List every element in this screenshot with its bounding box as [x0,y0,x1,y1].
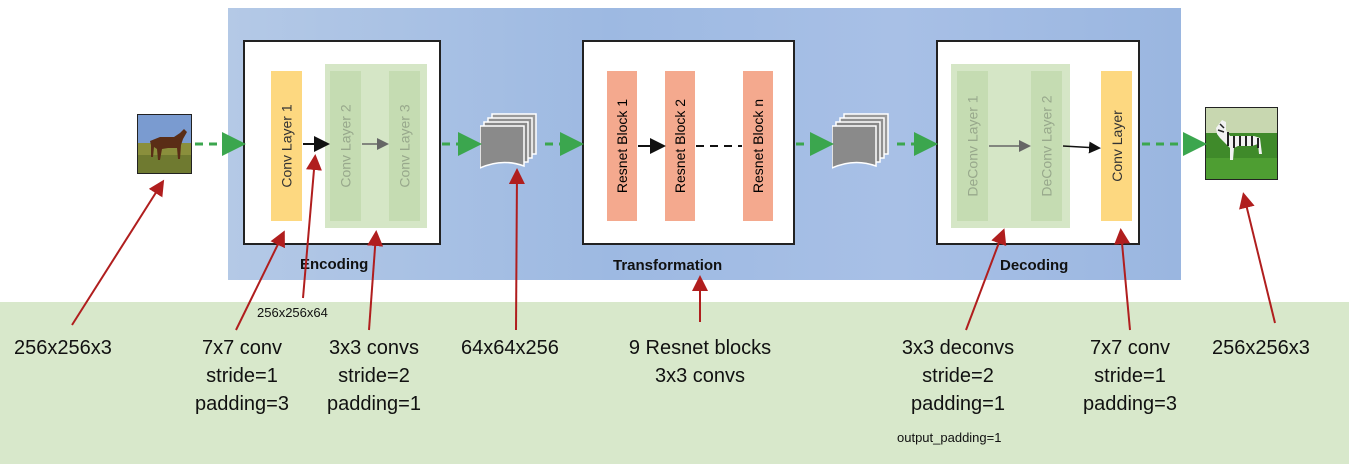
conv1-spec: 7x7 conv stride=1 padding=3 [195,337,289,415]
resnet-block-2: Resnet Block 2 [665,71,695,221]
resnet-block-n: Resnet Block n [743,71,773,221]
internal-arrows [303,136,1101,154]
pointer-arrows [71,154,1276,331]
feature-map-stack-2 [832,113,889,169]
deconv-layer-1: DeConv Layer 1 [957,71,988,221]
encoder-convs-spec: 3x3 convs stride=2 padding=1 [327,337,421,415]
decoding-conv-layer: Conv Layer [1101,71,1132,221]
conv-layer-2: Conv Layer 2 [330,71,361,221]
resnet-block-1: Resnet Block 1 [607,71,637,221]
input-shape-label: 256x256x3 [14,337,112,359]
transformation-title: Transformation [613,257,723,274]
output-zebra-image [1205,107,1278,180]
resnet-spec: 9 Resnet blocks 3x3 convs [628,337,772,387]
feature-shape-label: 64x64x256 [461,337,559,359]
deconv-layer-2: DeConv Layer 2 [1031,71,1062,221]
encoding-title: Encoding [300,256,369,273]
output-shape-label: 256x256x3 [1212,337,1310,359]
input-horse-image [137,114,192,174]
deconvs-output-padding: output_padding=1 [897,430,1002,445]
decoding-title: Decoding [1000,257,1069,274]
final-conv-spec: 7x7 conv stride=1 padding=3 [1083,337,1177,415]
conv1-output-shape: 256x256x64 [257,305,328,320]
conv-layer-1: Conv Layer 1 [271,71,302,221]
deconvs-spec: 3x3 deconvs stride=2 padding=1 [901,337,1015,415]
feature-map-stack-1 [480,113,537,169]
annotation-panel [0,302,1349,464]
conv-layer-3: Conv Layer 3 [389,71,420,221]
